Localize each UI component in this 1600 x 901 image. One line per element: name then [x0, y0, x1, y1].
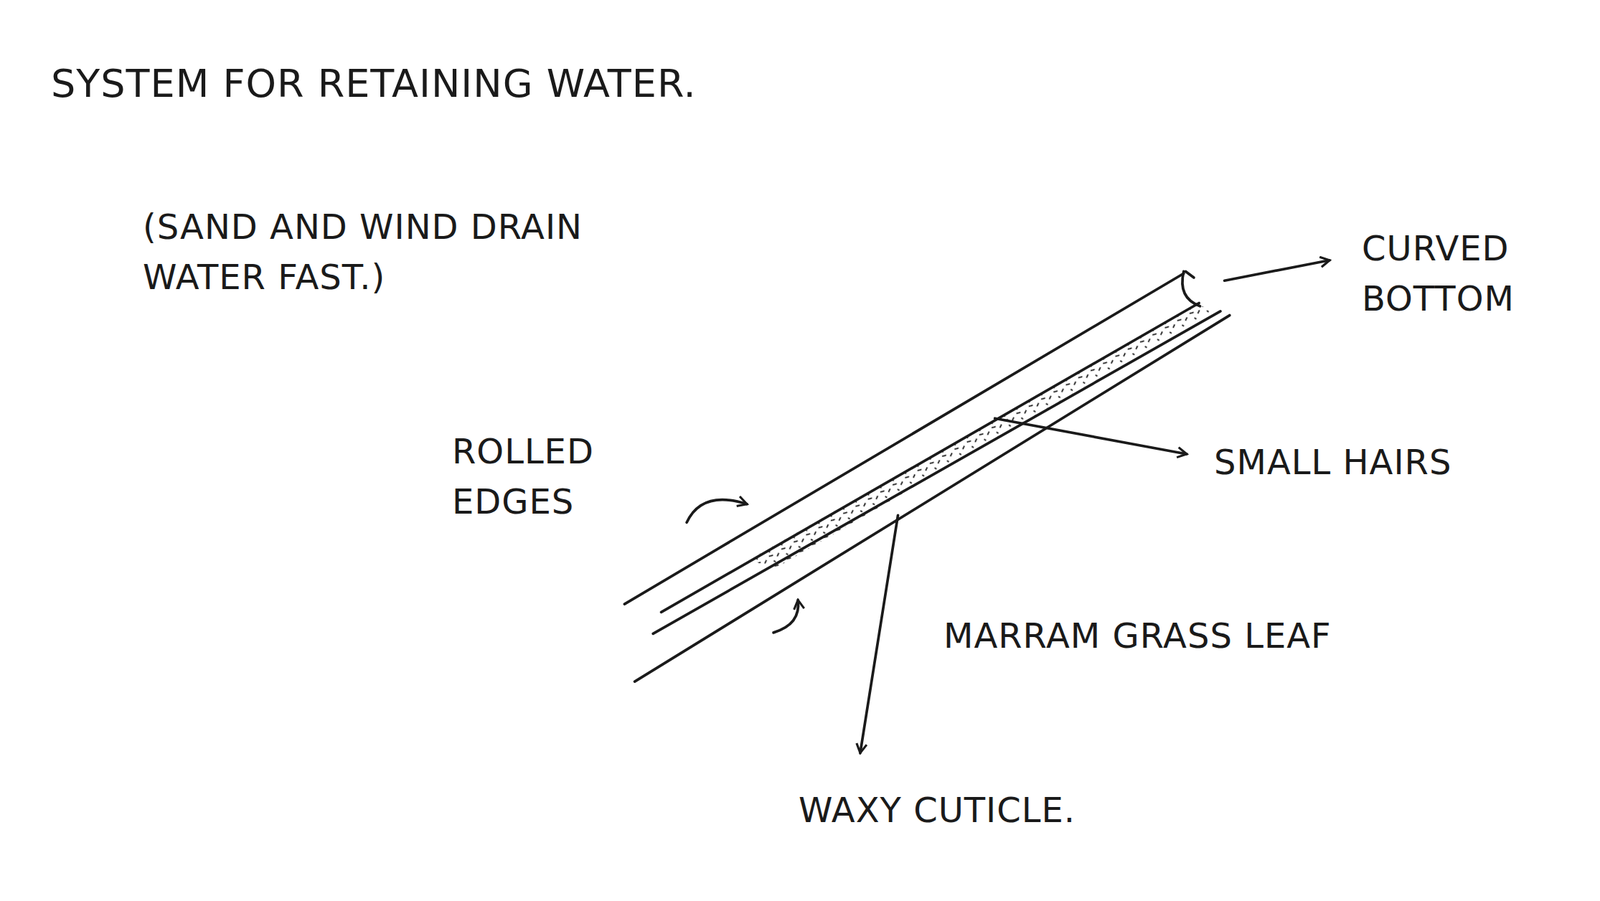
diagram-title: SYSTEM FOR RETAINING WATER. [50, 55, 697, 112]
leaf-hairs [749, 304, 1214, 570]
part-label: CURVED BOTTOM [1361, 223, 1578, 324]
rolled-edge-bottom [652, 311, 1221, 634]
rolled-edge-top [661, 302, 1199, 613]
part-label: MARRAM GRASS LEAF [943, 611, 1332, 662]
leader-rolled-edge [686, 500, 747, 524]
note-text: (SAND AND WIND DRAIN WATER FAST.) [142, 202, 602, 303]
part-label: SMALL HAIRS [1213, 437, 1452, 488]
curved-bottom [1182, 271, 1201, 306]
leader-small-hairs [995, 418, 1187, 455]
part-label: WAXY CUTICLE. [798, 785, 1076, 836]
leader-rolled-edge [773, 599, 799, 633]
part-label: ROLLED EDGES [452, 426, 632, 527]
leader-waxy-cuticle [860, 515, 899, 753]
leader-curved-bottom [1224, 260, 1330, 281]
